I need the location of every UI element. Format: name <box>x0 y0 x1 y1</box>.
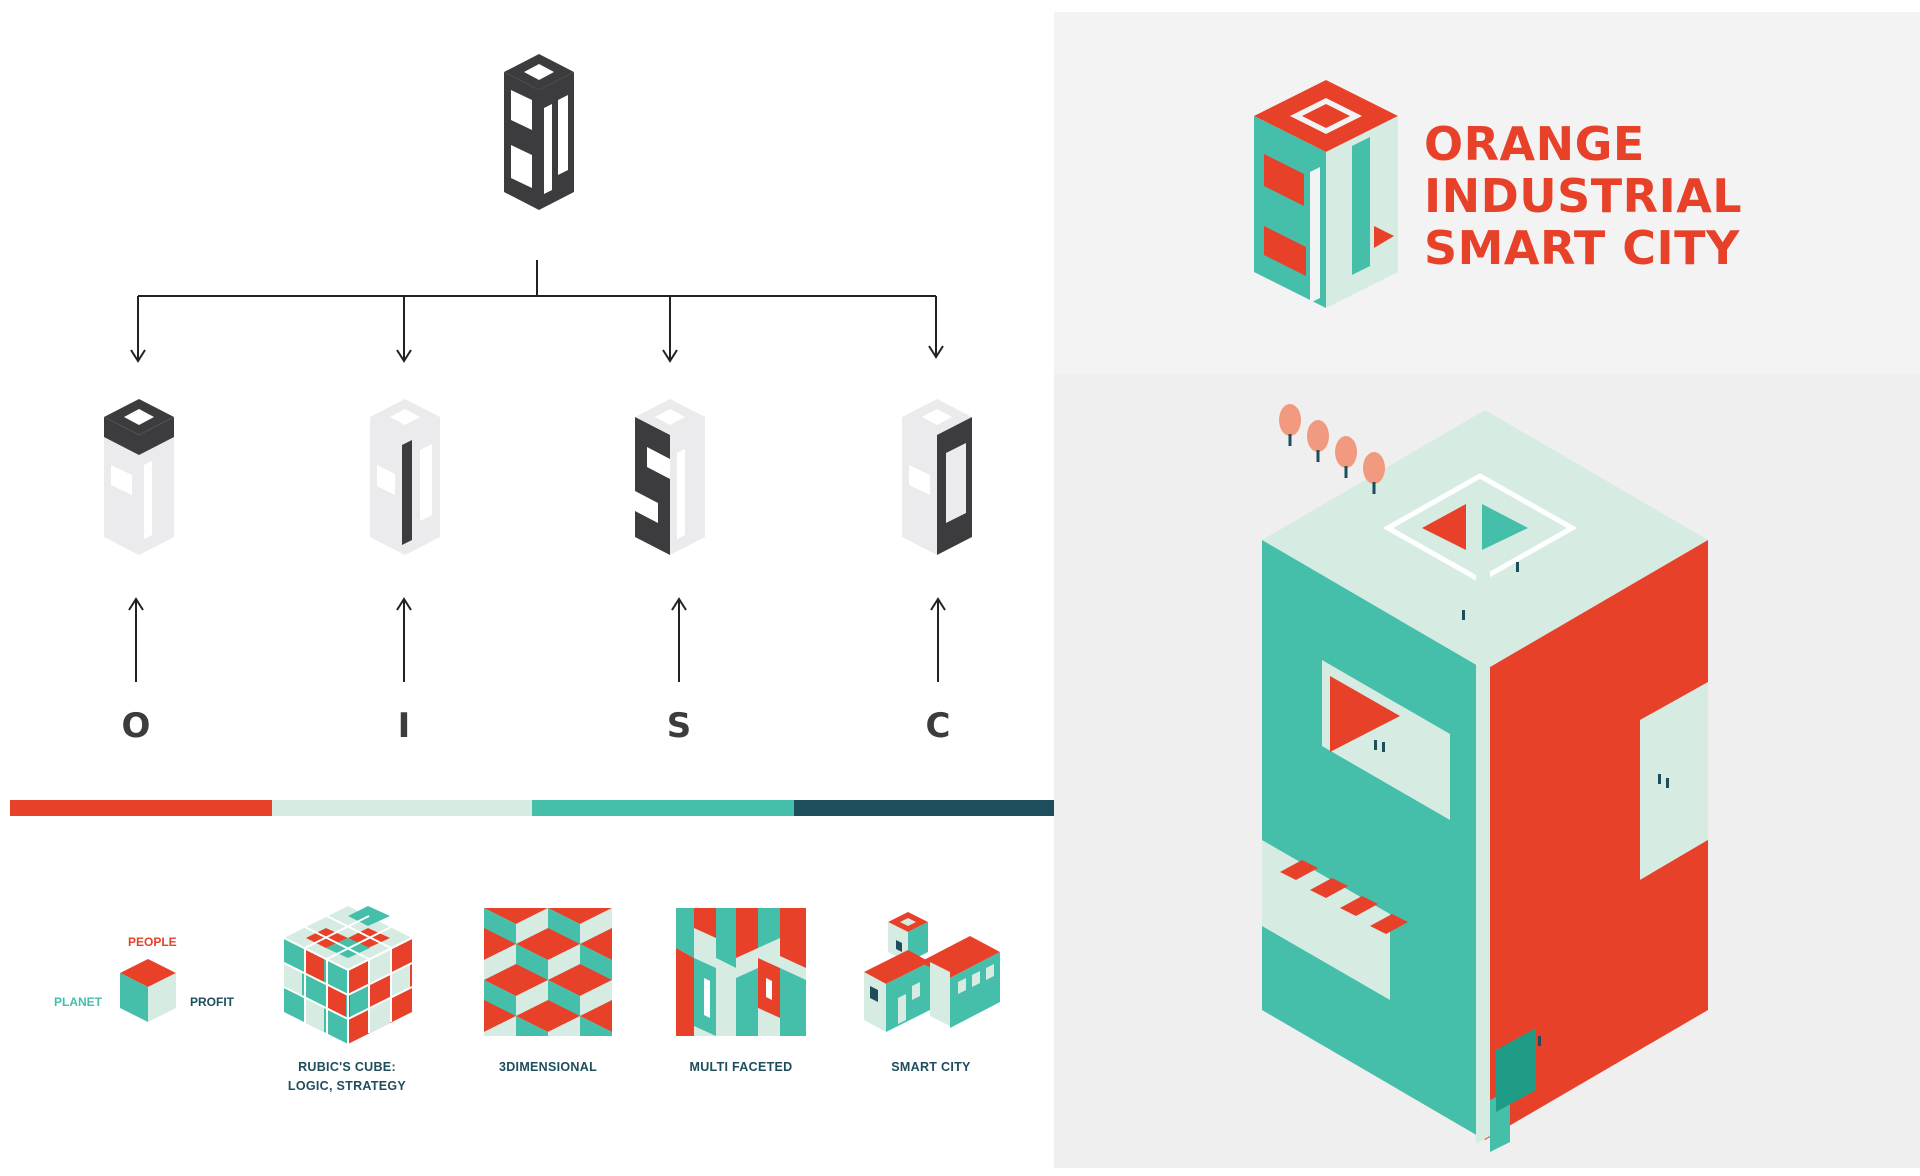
legend-planet-label: PLANET <box>54 995 102 1009</box>
brand-name-line-2: INDUSTRIAL <box>1424 169 1743 223</box>
logo-variant-i <box>370 399 440 555</box>
concept-caption-line: RUBIC'S CUBE: <box>298 1060 396 1074</box>
concept-caption-multi-faceted: MULTI FACETED <box>689 1060 793 1074</box>
brand-name-line-1: ORANGE <box>1424 117 1645 171</box>
brand-logo-mark <box>1254 80 1398 308</box>
concept-caption-3dimensional: 3DIMENSIONAL <box>498 1060 598 1074</box>
three-dimensional-pattern-icon <box>484 908 612 1036</box>
rubiks-cube-icon <box>283 906 413 1044</box>
letter-label-i: I <box>397 706 411 746</box>
legend-people-label: PEOPLE <box>128 935 177 949</box>
concept-caption-smart-city: SMART CITY <box>891 1060 971 1074</box>
logo-variant-s <box>635 399 705 555</box>
color-swatch-mint <box>272 800 532 816</box>
letter-label-c: C <box>925 706 951 746</box>
letter-label-o: O <box>121 706 151 746</box>
legend-cube-icon <box>120 959 176 1022</box>
main-logo-mark <box>504 54 574 210</box>
color-swatch-orange <box>10 800 272 816</box>
up-arrows <box>128 597 946 682</box>
legend-profit-label: PROFIT <box>190 995 234 1009</box>
multi-faceted-pattern-icon <box>676 908 806 1036</box>
smart-city-building-icon <box>864 912 1000 1032</box>
concept-caption-rubiks: RUBIC'S CUBE: LOGIC, STRATEGY <box>262 1058 432 1096</box>
isometric-city-illustration <box>1262 404 1708 1152</box>
brand-name-line-3: SMART CITY <box>1424 221 1740 275</box>
letter-label-s: S <box>666 706 692 746</box>
tree-connector <box>130 260 944 363</box>
logo-variant-c <box>902 399 972 555</box>
color-swatch-teal <box>532 800 794 816</box>
brand-lockup-panel <box>1054 12 1920 374</box>
color-swatch-navy <box>794 800 1054 816</box>
logo-variant-o <box>104 399 174 555</box>
concept-caption-line: LOGIC, STRATEGY <box>287 1079 407 1093</box>
